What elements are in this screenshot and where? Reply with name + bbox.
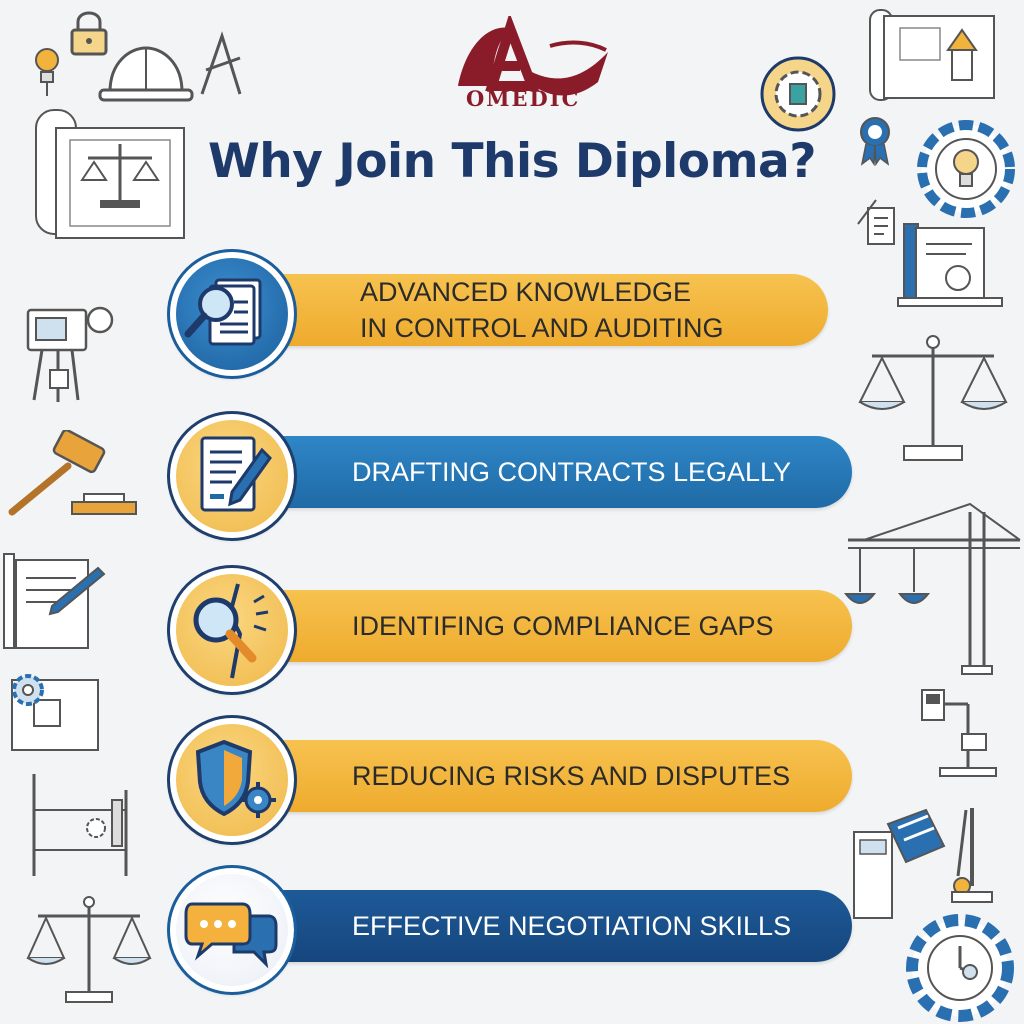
- benefit-item-3: IDENTIFING COMPLIANCE GAPS: [167, 565, 854, 695]
- benefit-medallion-4: [167, 715, 297, 845]
- crane-scales-icon: [844, 500, 1022, 678]
- benefit-medallion-3: [167, 565, 297, 695]
- document-pen-icon: [200, 436, 272, 512]
- pipe-fitting-icon: [916, 684, 1004, 778]
- camera-rig-icon: [22, 296, 122, 408]
- page-title: Why Join This Diploma?: [207, 134, 817, 189]
- benefit-banner-4: REDUCING RISKS AND DISPUTES: [266, 740, 852, 812]
- lightbulb-icon: [32, 44, 62, 100]
- gavel-icon: [6, 430, 138, 522]
- benefit-label-5: EFFECTIVE NEGOTIATION SKILLS: [352, 911, 792, 941]
- benefit-item-2: DRAFTING CONTRACTS LEGALLY: [167, 411, 854, 541]
- benefit-banner-1: ADVANCED KNOWLEDGE IN CONTROL AND AUDITI…: [266, 274, 828, 346]
- benefit-banner-2: DRAFTING CONTRACTS LEGALLY: [266, 436, 852, 508]
- magnifier-crack-icon: [193, 583, 269, 679]
- binders-icon: [848, 806, 998, 924]
- benefit-label-2: DRAFTING CONTRACTS LEGALLY: [352, 457, 792, 487]
- benefit-banner-5: EFFECTIVE NEGOTIATION SKILLS: [266, 890, 852, 962]
- benefit-item-1: ADVANCED KNOWLEDGE IN CONTROL AND AUDITI…: [167, 249, 830, 379]
- balance-scale-icon: [26, 892, 152, 1010]
- padlock-icon: [66, 8, 112, 58]
- scaffold-icon: [26, 770, 138, 880]
- blueprint-scale-icon: [26, 104, 190, 244]
- checklist-icon: [856, 194, 900, 252]
- document-magnifier-icon: [184, 278, 262, 346]
- shield-gear-icon: [195, 739, 276, 818]
- chat-bubbles-icon: [184, 902, 278, 969]
- benefit-banner-3: IDENTIFING COMPLIANCE GAPS: [266, 590, 852, 662]
- hard-hat-icon: [96, 40, 196, 106]
- benefit-label-4: REDUCING RISKS AND DISPUTES: [352, 761, 791, 791]
- benefit-medallion-2: [167, 411, 297, 541]
- benefit-item-4: REDUCING RISKS AND DISPUTES: [167, 715, 854, 845]
- gear-badge-icon: [758, 54, 838, 134]
- logo-text: OMEDIC: [466, 86, 581, 111]
- certificate-icon: [896, 222, 1006, 310]
- brand-logo: OMEDIC: [440, 12, 616, 112]
- benefit-item-5: EFFECTIVE NEGOTIATION SKILLS: [167, 865, 854, 995]
- drafting-tools-icon: [196, 30, 246, 100]
- gear-clock-icon: [904, 912, 1016, 1022]
- benefit-medallion-1: [167, 249, 297, 379]
- benefit-medallion-5: [167, 865, 297, 995]
- award-ribbon-icon: [858, 116, 892, 166]
- gear-blueprint-icon: [6, 668, 102, 754]
- benefit-label-3: IDENTIFING COMPLIANCE GAPS: [352, 611, 774, 641]
- blueprint-roll-icon: [866, 6, 998, 102]
- contract-pen-icon: [2, 552, 106, 654]
- balance-scale-icon: [858, 334, 1008, 466]
- gear-lightbulb-icon: [914, 116, 1018, 222]
- benefit-label-1: ADVANCED KNOWLEDGE IN CONTROL AND AUDITI…: [360, 277, 724, 343]
